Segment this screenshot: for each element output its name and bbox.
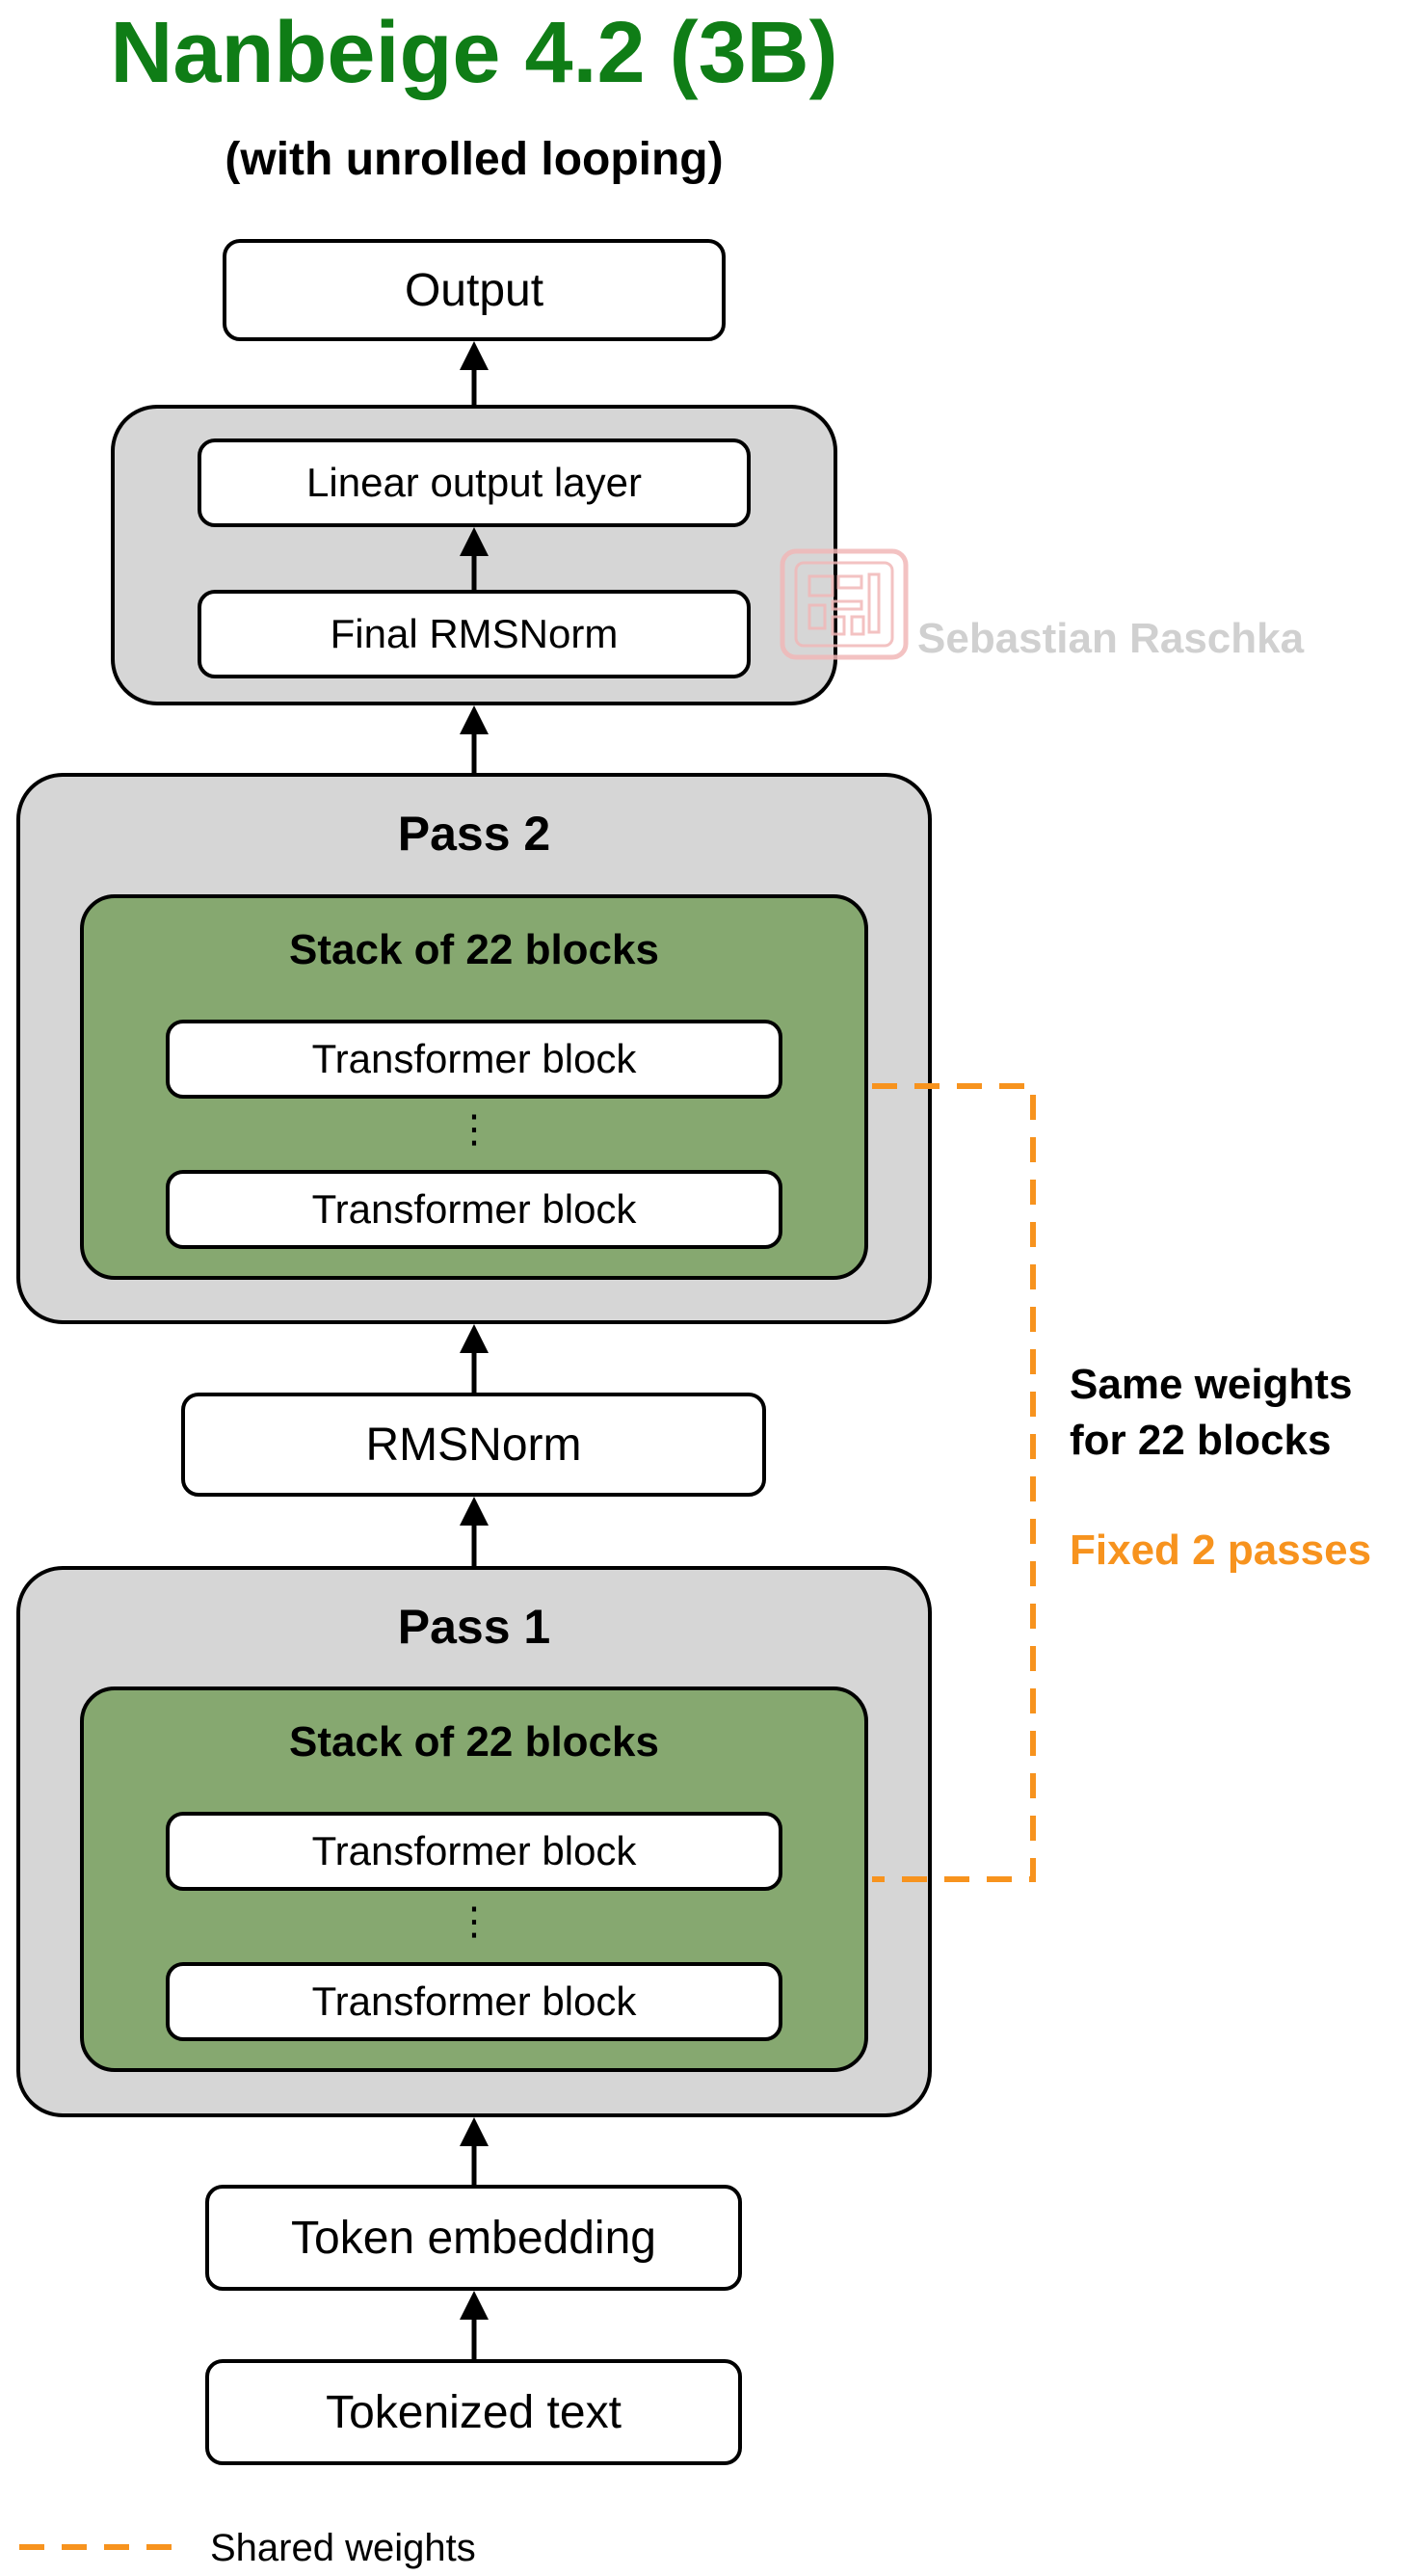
pass-1-stack-label: Stack of 22 blocks (289, 1718, 659, 1766)
pass-1-transformer-block-top-label: Transformer block (311, 1828, 637, 1873)
pass-2-transformer-block-top-label: Transformer block (311, 1036, 637, 1081)
final-rmsnorm-label: Final RMSNorm (330, 611, 619, 656)
shared-weights-note: Same weights for 22 blocks (1070, 1357, 1352, 1469)
final-rmsnorm-box: Final RMSNorm (198, 590, 751, 678)
pass-2-stack-label: Stack of 22 blocks (289, 926, 659, 973)
pass-1-transformer-block-bottom: Transformer block (166, 1962, 782, 2041)
pass-1-ellipsis: ⋮ (455, 1900, 493, 1943)
note-line-1: Same weights (1070, 1361, 1353, 1408)
pass-2-label: Pass 2 (397, 807, 551, 861)
note-line-2: for 22 blocks (1070, 1417, 1332, 1464)
output-label: Output (404, 264, 544, 316)
linear-output-layer-box: Linear output layer (198, 438, 751, 527)
token-embedding-box: Token embedding (205, 2185, 742, 2291)
pass-1-transformer-block-bottom-label: Transformer block (311, 1978, 637, 2024)
tokenized-text-box: Tokenized text (205, 2359, 742, 2465)
shared-weights-dashed-connector (872, 1083, 1036, 1882)
rmsnorm-label: RMSNorm (365, 1419, 582, 1471)
pass-2-ellipsis: ⋮ (455, 1108, 493, 1151)
pass-1-label: Pass 1 (397, 1600, 551, 1654)
diagram-subtitle: (with unrolled looping) (225, 133, 724, 185)
watermark-seal-icon (780, 548, 909, 660)
token-embedding-label: Token embedding (291, 2212, 656, 2264)
legend-shared-weights-label: Shared weights (210, 2527, 476, 2569)
pass-2-transformer-block-bottom-label: Transformer block (311, 1186, 637, 1232)
output-box: Output (223, 239, 726, 341)
pass-1-transformer-block-top: Transformer block (166, 1812, 782, 1891)
diagram-title: Nanbeige 4.2 (3B) (110, 4, 838, 101)
pass-2-transformer-block-top: Transformer block (166, 1020, 782, 1099)
linear-output-layer-label: Linear output layer (306, 460, 642, 505)
fixed-passes-note: Fixed 2 passes (1070, 1527, 1372, 1574)
watermark-author: Sebastian Raschka (917, 615, 1305, 662)
tokenized-text-label: Tokenized text (326, 2386, 622, 2438)
rmsnorm-box: RMSNorm (181, 1393, 766, 1497)
pass-2-transformer-block-bottom: Transformer block (166, 1170, 782, 1249)
